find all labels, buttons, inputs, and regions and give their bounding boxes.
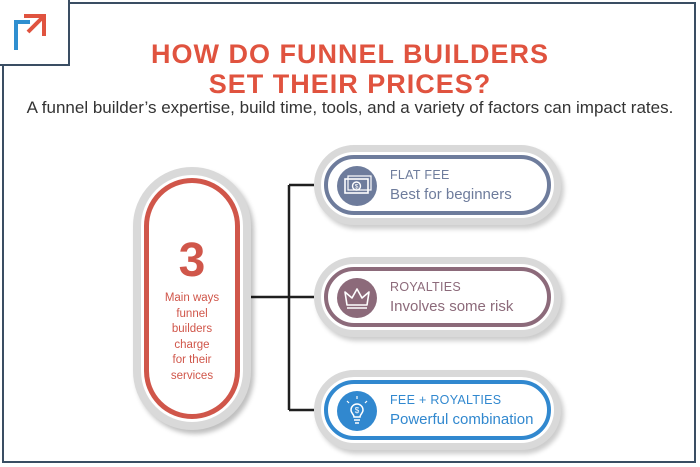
logo-box bbox=[0, 0, 70, 66]
option-label: FEE + ROYALTIES bbox=[390, 393, 502, 407]
option-fee-royalties: $ FEE + ROYALTIES Powerful combination bbox=[314, 370, 561, 450]
option-description: Best for beginners bbox=[390, 186, 512, 203]
svg-text:$: $ bbox=[355, 406, 360, 415]
page-subtitle: A funnel builder’s expertise, build time… bbox=[26, 98, 674, 117]
ways-count-caption: Main ways funnel builders charge for the… bbox=[164, 292, 220, 382]
lightbulb-icon: $ bbox=[337, 391, 377, 431]
svg-text:$: $ bbox=[355, 184, 359, 191]
frame-border bbox=[2, 2, 696, 463]
option-flat-fee: $ FLAT FEE Best for beginners bbox=[314, 145, 561, 225]
money-bill-icon: $ bbox=[337, 166, 377, 206]
crown-icon bbox=[337, 278, 377, 318]
ways-count-number: 3 bbox=[178, 234, 206, 287]
option-label: FLAT FEE bbox=[390, 168, 450, 182]
option-description: Involves some risk bbox=[390, 298, 514, 315]
option-description: Powerful combination bbox=[390, 411, 534, 428]
page-title-line2: SET THEIR PRICES? bbox=[208, 69, 492, 99]
option-royalties: ROYALTIES Involves some risk bbox=[314, 257, 561, 337]
option-label: ROYALTIES bbox=[390, 280, 462, 294]
page-title-line1: HOW DO FUNNEL BUILDERS bbox=[151, 39, 549, 69]
logo-icon bbox=[14, 14, 46, 50]
ways-count-pill: 3 Main ways funnel builders charge for t… bbox=[133, 167, 251, 430]
